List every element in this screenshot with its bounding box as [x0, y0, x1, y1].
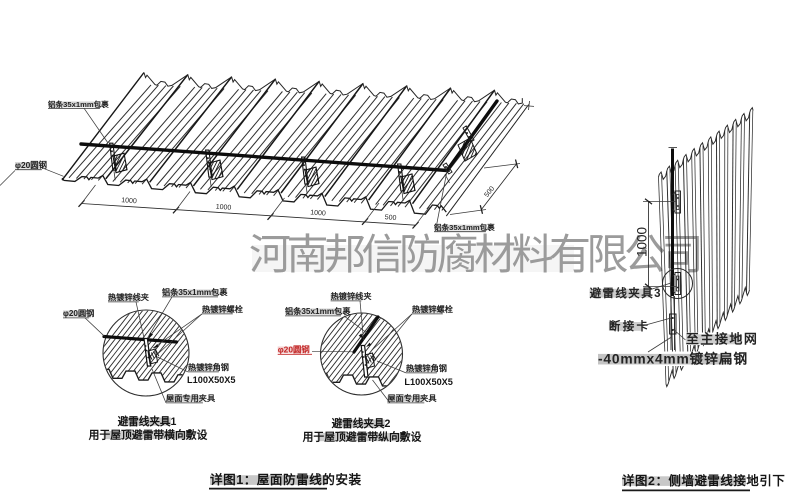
- svg-text:φ20圆钢: φ20圆钢: [15, 160, 47, 170]
- svg-text:1000: 1000: [635, 227, 650, 257]
- svg-text:1000: 1000: [310, 209, 326, 217]
- svg-text:铝条35x1mm包裹: 铝条35x1mm包裹: [434, 222, 495, 232]
- svg-text:φ20圆钢: φ20圆钢: [63, 308, 94, 318]
- svg-text:热镀锌角钢: 热镀锌角钢: [406, 363, 447, 373]
- svg-text:至主接地网: 至主接地网: [686, 331, 759, 346]
- svg-text:用于屋顶避雷带纵向敷设: 用于屋顶避雷带纵向敷设: [303, 430, 422, 444]
- svg-text:热镀锌螺栓: 热镀锌螺栓: [202, 304, 244, 314]
- svg-text:铝条35x1mm包裹: 铝条35x1mm包裹: [48, 99, 109, 109]
- svg-text:避雷线夹具1: 避雷线夹具1: [117, 415, 177, 428]
- svg-text:断接卡: 断接卡: [609, 319, 650, 333]
- svg-text:热镀锌角钢: 热镀锌角钢: [188, 362, 229, 372]
- svg-text:屋面专用夹具: 屋面专用夹具: [387, 393, 437, 403]
- svg-text:热镀锌线夹: 热镀锌线夹: [108, 292, 150, 302]
- svg-text:屋面专用夹具: 屋面专用夹具: [166, 393, 216, 403]
- svg-text:热镀锌螺栓: 热镀锌螺栓: [412, 304, 454, 314]
- svg-text:L100X50X5: L100X50X5: [187, 375, 236, 385]
- svg-text:铝条35x1mm包裹: 铝条35x1mm包裹: [162, 287, 228, 297]
- svg-text:500: 500: [384, 214, 396, 222]
- svg-text:φ20圆钢: φ20圆钢: [278, 344, 310, 354]
- svg-text:河南邦信防腐材料有限公司: 河南邦信防腐材料有限公司: [249, 231, 700, 278]
- svg-text:L100X50X5: L100X50X5: [404, 377, 453, 387]
- svg-text:详图2：侧墙避雷线接地引下: 详图2：侧墙避雷线接地引下: [622, 473, 785, 488]
- svg-text:详图1：屋面防雷线的安装: 详图1：屋面防雷线的安装: [210, 472, 362, 487]
- svg-text:1000: 1000: [121, 197, 137, 205]
- svg-text:热镀锌线夹: 热镀锌线夹: [331, 291, 373, 301]
- svg-text:避雷线夹具2: 避雷线夹具2: [331, 417, 391, 430]
- svg-text:-40mmx4mm镀锌扁钢: -40mmx4mm镀锌扁钢: [598, 351, 748, 367]
- svg-text:1000: 1000: [216, 204, 232, 212]
- svg-text:用于屋顶避雷带横向敷设: 用于屋顶避雷带横向敷设: [89, 428, 208, 442]
- svg-text:避雷线夹具3: 避雷线夹具3: [590, 286, 662, 300]
- svg-text:铝条35x1mm包裹: 铝条35x1mm包裹: [285, 306, 351, 316]
